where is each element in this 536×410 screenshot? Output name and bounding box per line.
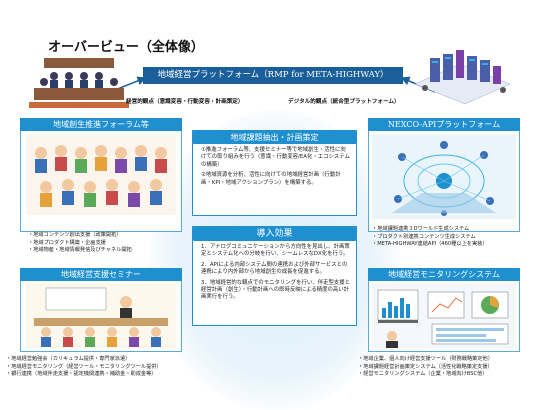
- nexco-illustration: [372, 135, 516, 219]
- forum-illustration: [26, 135, 176, 215]
- nexco-header: NEXCO-APIプラットフォーム: [368, 118, 520, 131]
- seminar-bullet: 地域経営勉強会（カリキュラム提供・専門家派遣）: [6, 356, 162, 364]
- seminar-bullet: 地域経営モニタリング（経営ツール・モニタリングツール提供）: [6, 364, 161, 372]
- nexco-bullet: META-HIGHWAY連結API（460種以上を実装）: [372, 241, 487, 249]
- effect-point-3: 3．地域経営的な観点でのモニタリングを行い、伴走型支援と経営計画（創生）・行動計…: [201, 279, 350, 301]
- effect-header: 導入効果: [193, 227, 356, 241]
- extract-point-1: ①推進フォーラム等、支援セミナー等で地域創生・活性に向けての取り組みを行う（意識…: [201, 147, 350, 168]
- meeting-illustration: [24, 50, 134, 110]
- seminar-illustration: [26, 284, 176, 348]
- forum-bullet: 地域コンテンツ創出支援（政策開拓）: [28, 232, 132, 240]
- forum-bullets: 地域コンテンツ創出支援（政策開拓） 地域プロダクト構築・企画支援 地域物産・地域…: [28, 232, 132, 255]
- left-arrow-label: 経営的観点（意識変容・行動変容・計画策定）: [126, 99, 244, 105]
- monitor-bullet: 経営モニタリングシステム（企業・地域向けBSC他）: [358, 371, 493, 379]
- nexco-bullet: プロダクト別連携コンテンツ生成システム: [372, 234, 488, 242]
- forum-bullet: 地域物産・地域情報発信及びチャネル開拓: [28, 247, 132, 255]
- monitor-bullet: 地域課題経営計画策定システム（活性化戦略策定支援）: [358, 364, 493, 372]
- forum-bullet: 地域プロダクト構築・企画支援: [28, 240, 132, 248]
- effect-panel: 導入効果 1．アナログコミュニケーションから方向性を見出し、計画策定とシステム化…: [192, 226, 357, 326]
- page-title: オーバービュー（全体像）: [48, 40, 204, 55]
- extract-point-2: ②地域資源を分析、活性に向けての地域経営計画（行動計画・KPI・地域アクションプ…: [201, 172, 341, 186]
- forum-header: 地域創生推進フォーラム等: [20, 118, 182, 131]
- monitor-bullet: 地域企業、個人向け経営支援ツール（財務戦略策定他）: [358, 356, 493, 364]
- right-arrow-label: デジタル的観点（統合型プラットフォーム）: [288, 99, 400, 105]
- seminar-bullet: 銀行連携（地域伴走支援・認定機関連携・補助金・助成金等）: [6, 371, 162, 379]
- monitor-bullets: 地域企業、個人向け経営支援ツール（財務戦略策定他） 地域課題経営計画策定システム…: [358, 356, 493, 379]
- effect-point-2: 2．APIによる内部システム間の連携および外部サービスとの連携により内外部から地…: [201, 261, 348, 276]
- nexco-bullet: 地域課題連携３Dワールド生成システム: [372, 226, 488, 234]
- server-illustration: [405, 44, 520, 110]
- seminar-bullets: 地域経営勉強会（カリキュラム提供・専門家派遣） 地域経営モニタリング（経営ツール…: [6, 356, 162, 379]
- effect-point-1: 1．アナログコミュニケーションから方向性を見出し、計画策定とシステム化への分岐を…: [201, 244, 350, 258]
- extract-panel: 地域課題抽出・計画策定 ①推進フォーラム等、支援セミナー等で地域創生・活性に向け…: [192, 130, 357, 216]
- extract-header: 地域課題抽出・計画策定: [193, 131, 356, 144]
- platform-header: 地域経営プラットフォーム（RMP for META-HIGHWAY）: [143, 67, 403, 84]
- monitor-header: 地域経営モニタリングシステム: [368, 268, 520, 281]
- monitor-illustration: [372, 284, 516, 348]
- nexco-bullets: 地域課題連携３Dワールド生成システム プロダクト別連携コンテンツ生成システム M…: [372, 226, 488, 249]
- seminar-header: 地域経営支援セミナー: [20, 268, 182, 281]
